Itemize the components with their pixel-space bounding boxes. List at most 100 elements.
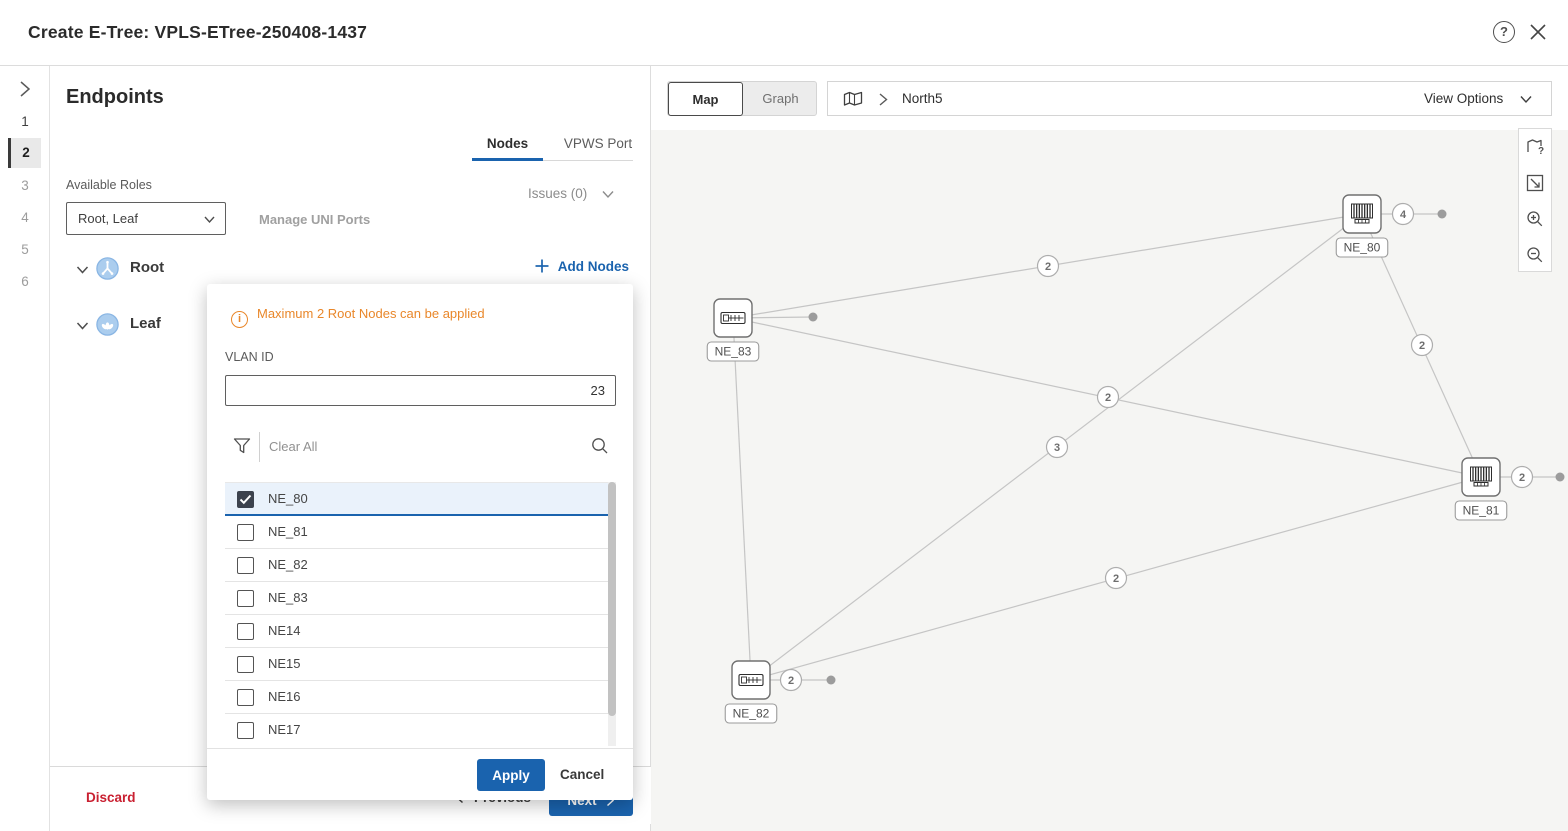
breadcrumb-location[interactable]: North5 bbox=[902, 91, 943, 106]
svg-text:2: 2 bbox=[788, 675, 794, 687]
network-node[interactable] bbox=[713, 298, 753, 338]
map-graph-toggle: Map Graph bbox=[667, 81, 817, 116]
svg-text:2: 2 bbox=[1105, 392, 1111, 404]
link-count-badge: 2 bbox=[779, 668, 803, 692]
node-name: NE_83 bbox=[268, 590, 308, 605]
close-icon[interactable] bbox=[1528, 22, 1548, 42]
discard-button[interactable]: Discard bbox=[86, 790, 136, 805]
node-list-item[interactable]: NE_80 bbox=[225, 483, 616, 516]
chevron-down-icon bbox=[1520, 96, 1532, 104]
svg-text:3: 3 bbox=[1054, 442, 1060, 454]
node-name: NE_82 bbox=[268, 557, 308, 572]
node-list-item[interactable]: NE15 bbox=[225, 648, 616, 681]
node-list-item[interactable]: NE17 bbox=[225, 714, 616, 740]
map-overview-button[interactable]: ? bbox=[1519, 129, 1551, 165]
node-list-item[interactable]: NE14 bbox=[225, 615, 616, 648]
step-3[interactable]: 3 bbox=[21, 178, 29, 193]
scrollbar-track[interactable] bbox=[608, 482, 616, 746]
checkbox-checked[interactable] bbox=[237, 491, 254, 508]
node-list-item[interactable]: NE16 bbox=[225, 681, 616, 714]
dialog-title: Create E-Tree: VPLS-ETree-250408-1437 bbox=[28, 22, 368, 42]
node-label[interactable]: NE_81 bbox=[1454, 500, 1508, 521]
node-label[interactable]: NE_80 bbox=[1335, 237, 1389, 258]
svg-text:2: 2 bbox=[1419, 340, 1425, 352]
node-name: NE17 bbox=[268, 722, 301, 737]
apply-button[interactable]: Apply bbox=[477, 759, 545, 791]
leaf-role-icon bbox=[96, 313, 119, 341]
title-bar: Create E-Tree: VPLS-ETree-250408-1437 ? bbox=[0, 0, 1568, 66]
endpoint-dot[interactable] bbox=[1555, 472, 1565, 482]
link-count-badge: 2 bbox=[1036, 254, 1060, 278]
expand-steps-icon[interactable] bbox=[14, 78, 36, 100]
node-list-item[interactable]: NE_82 bbox=[225, 549, 616, 582]
map-toolbar: ? bbox=[1518, 128, 1552, 272]
collapse-root-icon[interactable] bbox=[76, 263, 89, 281]
tab-vpws-port[interactable]: VPWS Port bbox=[563, 136, 633, 151]
toggle-map[interactable]: Map bbox=[668, 81, 743, 116]
link-count-badge: 2 bbox=[1096, 385, 1120, 409]
add-nodes-button[interactable]: Add Nodes bbox=[534, 258, 629, 274]
help-icon[interactable]: ? bbox=[1493, 21, 1515, 43]
clear-all-button[interactable]: Clear All bbox=[269, 439, 318, 454]
collapse-leaf-icon[interactable] bbox=[76, 319, 89, 337]
checkbox-unchecked[interactable] bbox=[237, 722, 254, 739]
node-list-item[interactable]: NE_83 bbox=[225, 582, 616, 615]
link-count-badge: 2 bbox=[1510, 465, 1534, 489]
root-section-label: Root bbox=[130, 259, 165, 276]
step-5[interactable]: 5 bbox=[21, 242, 29, 257]
manage-uni-ports-button[interactable]: Manage UNI Ports bbox=[259, 212, 371, 227]
checkbox-unchecked[interactable] bbox=[237, 557, 254, 574]
node-name: NE_80 bbox=[268, 491, 308, 506]
svg-text:NE_83: NE_83 bbox=[715, 345, 752, 359]
roles-dropdown[interactable]: Root, Leaf bbox=[66, 202, 226, 235]
view-options-dropdown[interactable]: View Options bbox=[1424, 91, 1533, 106]
step-2-active[interactable]: 2 bbox=[8, 138, 41, 168]
root-section-row: Root Add Nodes bbox=[50, 254, 651, 284]
endpoint-dot[interactable] bbox=[808, 312, 818, 322]
step-6[interactable]: 6 bbox=[21, 274, 29, 289]
scrollbar-thumb[interactable] bbox=[608, 482, 616, 716]
popup-footer: Apply Cancel bbox=[207, 748, 633, 800]
network-node[interactable] bbox=[731, 660, 771, 700]
network-node[interactable] bbox=[1342, 194, 1382, 234]
endpoint-dot[interactable] bbox=[1437, 209, 1447, 219]
map-icon[interactable] bbox=[842, 90, 864, 114]
step-1[interactable]: 1 bbox=[21, 114, 29, 129]
zoom-in-button[interactable] bbox=[1519, 201, 1551, 237]
plus-icon bbox=[535, 259, 549, 273]
cancel-button[interactable]: Cancel bbox=[560, 767, 605, 782]
filter-icon[interactable] bbox=[232, 436, 252, 461]
svg-text:NE_80: NE_80 bbox=[1344, 241, 1381, 255]
vlan-id-input[interactable] bbox=[225, 375, 616, 406]
checkbox-unchecked[interactable] bbox=[237, 524, 254, 541]
roles-dropdown-value: Root, Leaf bbox=[78, 211, 138, 226]
node-label[interactable]: NE_82 bbox=[724, 703, 778, 724]
checkbox-unchecked[interactable] bbox=[237, 656, 254, 673]
checkbox-unchecked[interactable] bbox=[237, 590, 254, 607]
network-node[interactable] bbox=[1461, 457, 1501, 497]
step-4[interactable]: 4 bbox=[21, 210, 29, 225]
svg-text:2: 2 bbox=[1519, 472, 1525, 484]
issues-toggle[interactable]: Issues (0) bbox=[528, 186, 615, 203]
checkbox-unchecked[interactable] bbox=[237, 623, 254, 640]
tab-nodes[interactable]: Nodes bbox=[486, 136, 529, 151]
node-name: NE15 bbox=[268, 656, 301, 671]
link-count-badge: 2 bbox=[1410, 333, 1434, 357]
topology-link[interactable] bbox=[732, 317, 752, 681]
search-icon[interactable] bbox=[590, 436, 610, 461]
zoom-out-button[interactable] bbox=[1519, 237, 1551, 273]
link-count-badge: 3 bbox=[1045, 435, 1069, 459]
endpoint-dot[interactable] bbox=[826, 675, 836, 685]
svg-text:NE_81: NE_81 bbox=[1463, 504, 1500, 518]
node-list-item[interactable]: NE_81 bbox=[225, 516, 616, 549]
toggle-graph[interactable]: Graph bbox=[762, 91, 799, 106]
node-label[interactable]: NE_83 bbox=[706, 341, 760, 362]
warning-text: Maximum 2 Root Nodes can be applied bbox=[257, 306, 485, 321]
fit-to-screen-button[interactable] bbox=[1519, 165, 1551, 201]
checkbox-unchecked[interactable] bbox=[237, 689, 254, 706]
node-name: NE14 bbox=[268, 623, 301, 638]
available-roles-label: Available Roles bbox=[66, 178, 152, 192]
